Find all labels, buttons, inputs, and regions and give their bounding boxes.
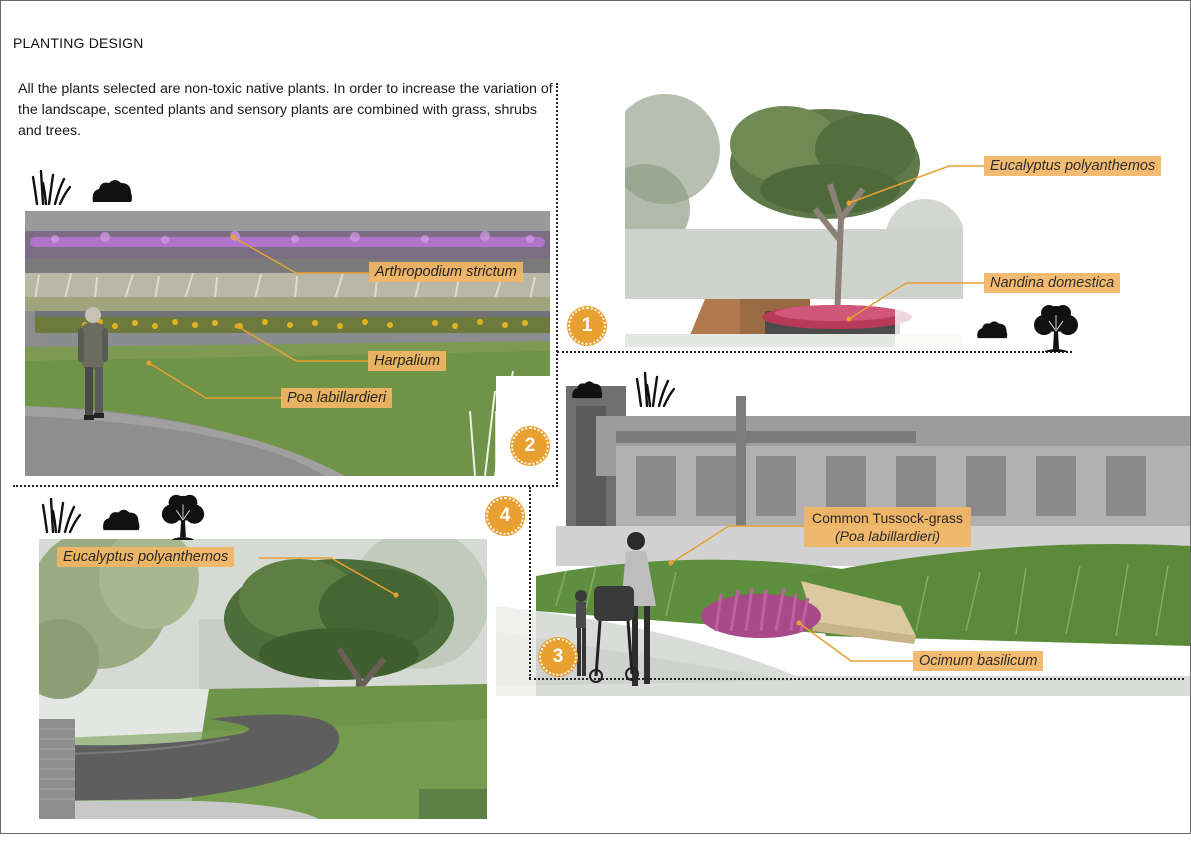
page-title: PLANTING DESIGN — [13, 35, 144, 51]
shrub-icon — [103, 509, 140, 531]
tree-icon — [1034, 305, 1078, 352]
shrub-icon — [572, 381, 603, 399]
grass-icon — [41, 497, 81, 533]
shrub-icon — [977, 321, 1008, 339]
park-path-render — [39, 539, 487, 819]
label-arthropodium-strictum: Arthropodium strictum — [369, 262, 523, 282]
badge-3: 3 — [539, 638, 577, 676]
badge-1: 1 — [568, 307, 606, 345]
label-eucalyptus-polyanthemos-top: Eucalyptus polyanthemos — [984, 156, 1162, 176]
intro-paragraph: All the plants selected are non-toxic na… — [18, 81, 553, 139]
label-common-tussock-grass: Common Tussock-grass (Poa labillardieri) — [804, 507, 971, 547]
streetscape-render — [496, 376, 1190, 696]
label-tussock-line2: (Poa labillardieri) — [834, 528, 940, 544]
grass-icon — [31, 169, 71, 205]
tree-icon — [161, 494, 205, 541]
label-eucalyptus-polyanthemos-bottom: Eucalyptus polyanthemos — [57, 547, 235, 567]
divider-horizontal-left — [13, 485, 558, 487]
divider-vertical-top — [556, 83, 558, 487]
label-poa-labillardieri: Poa labillardieri — [281, 388, 393, 408]
label-nandina-domestica: Nandina domestica — [984, 273, 1121, 293]
label-tussock-line1: Common Tussock-grass — [812, 510, 963, 526]
terrace-planting-render — [25, 211, 550, 476]
shrub-icon — [92, 180, 132, 202]
badge-4: 4 — [486, 497, 524, 535]
grass-icon — [635, 371, 675, 407]
divider-horizontal-bottom — [529, 678, 1184, 680]
divider-horizontal-right — [557, 351, 1072, 353]
label-harpalium: Harpalium — [368, 351, 447, 371]
badge-2: 2 — [511, 427, 549, 465]
label-ocimum-basilicum: Ocimum basilicum — [913, 651, 1044, 671]
eucalyptus-tree-render — [625, 89, 963, 347]
divider-vertical-mid — [529, 487, 531, 679]
